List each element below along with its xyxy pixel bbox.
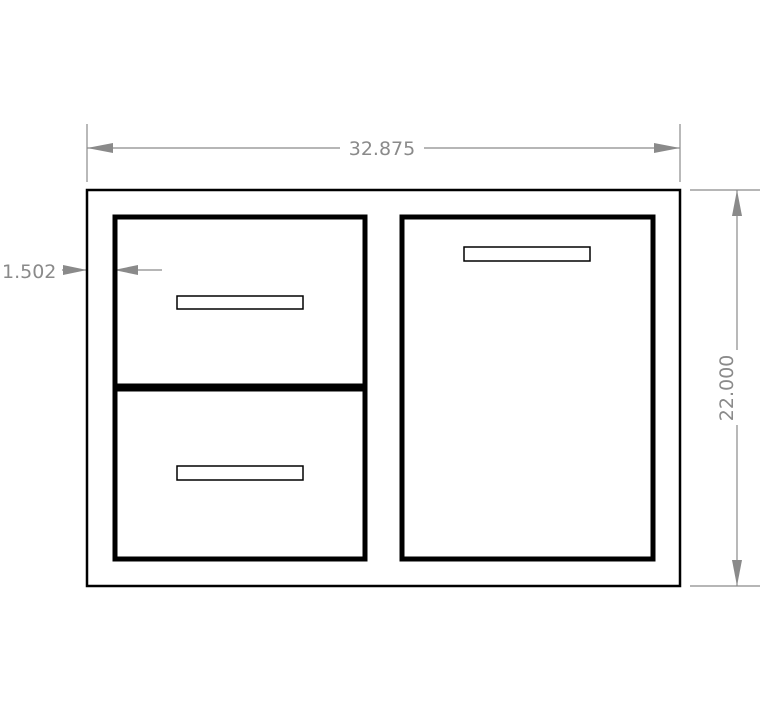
inset-arrow-right	[114, 265, 138, 275]
width-dimension: 32.875	[86, 124, 681, 182]
height-arrow-top	[732, 190, 742, 216]
height-dimension-label: 22.000	[716, 355, 738, 421]
outer-frame	[85, 188, 682, 588]
inset-arrow-left	[63, 265, 87, 275]
width-dimension-label: 32.875	[349, 138, 415, 160]
upper-drawer	[112, 214, 368, 389]
width-arrow-right	[654, 143, 680, 153]
width-arrow-left	[87, 143, 113, 153]
right-door	[399, 214, 656, 562]
height-arrow-bottom	[732, 560, 742, 586]
inset-dimension: 1.502	[2, 261, 162, 283]
lower-drawer	[112, 386, 368, 562]
height-dimension: 22.000	[690, 189, 760, 587]
right-door-face	[399, 214, 656, 562]
right-door-handle	[463, 246, 591, 262]
lower-drawer-handle	[176, 465, 304, 481]
upper-drawer-face	[112, 214, 368, 389]
lower-drawer-face	[112, 386, 368, 562]
inset-dimension-label: 1.502	[2, 261, 56, 283]
upper-drawer-handle	[176, 295, 304, 310]
